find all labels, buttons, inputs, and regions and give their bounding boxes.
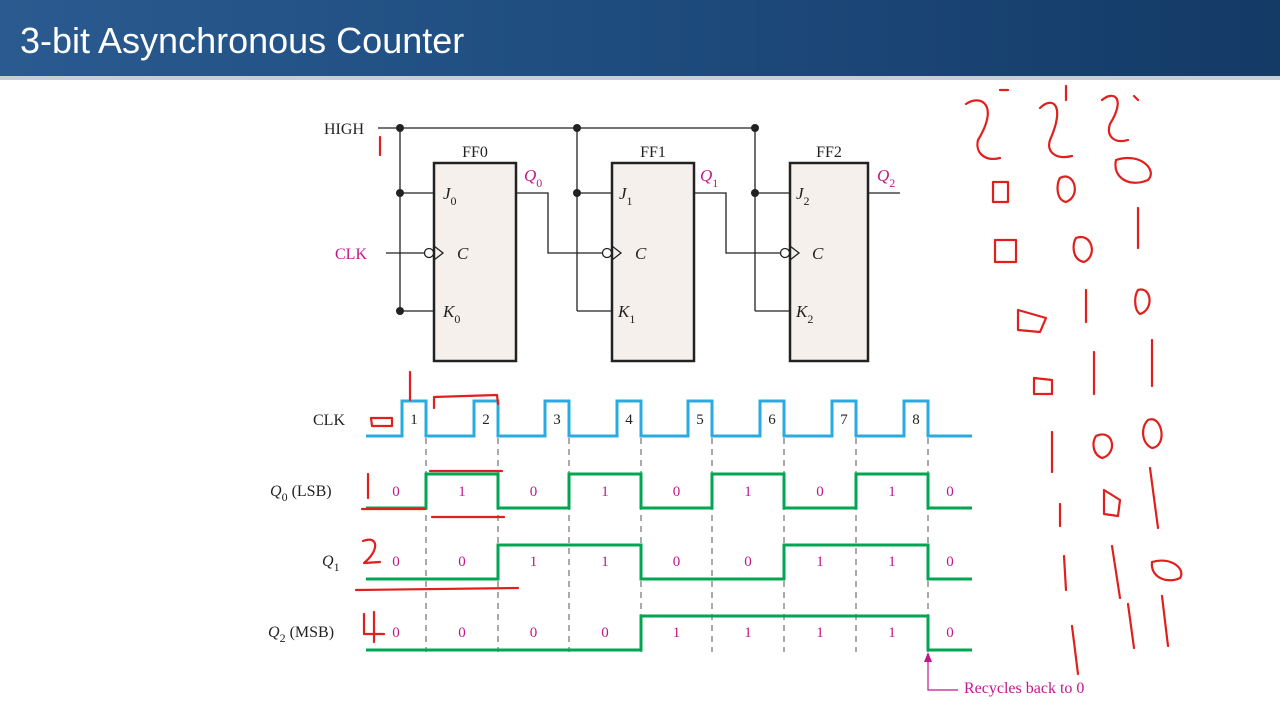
clk-input-label: CLK — [335, 246, 367, 263]
q0-level-value: 0 — [530, 484, 538, 500]
ff1-k-label: K1 — [617, 302, 635, 326]
ff0-c-label: C — [457, 244, 469, 263]
ff0-k-label: K0 — [442, 302, 460, 326]
q1-level-value: 0 — [946, 554, 954, 570]
high-label: HIGH — [324, 121, 364, 138]
clock-pulse-number: 8 — [912, 412, 920, 428]
timing-waveforms — [366, 399, 972, 652]
recycle-annotation: Recycles back to 0 — [924, 652, 1084, 697]
title-bar — [0, 0, 1280, 76]
ff1-block: FF1 J1 C K1 Q1 — [601, 144, 718, 363]
q1-level-value: 0 — [744, 554, 752, 570]
clk-waveform — [366, 399, 972, 438]
q1-level-value: 0 — [673, 554, 681, 570]
clock-pulse-number: 5 — [696, 412, 704, 428]
clock-pulse-number: 2 — [482, 412, 490, 428]
title-divider — [0, 76, 1280, 80]
q0-waveform — [366, 472, 972, 510]
q2-level-value: 1 — [816, 625, 824, 641]
clock-pulse-number: 7 — [840, 412, 848, 428]
q2-level-value: 1 — [888, 625, 896, 641]
clock-pulse-number: 6 — [768, 412, 776, 428]
clock-pulse-number: 3 — [553, 412, 561, 428]
q2-level-value: 1 — [744, 625, 752, 641]
q2-level-value: 0 — [530, 625, 538, 641]
ff2-q-label: Q2 — [877, 166, 895, 190]
q1-level-value: 0 — [392, 554, 400, 570]
q1-waveform — [366, 543, 972, 581]
ff2-block: FF2 J2 C K2 Q2 — [779, 144, 895, 363]
slide-title: 3-bit Asynchronous Counter — [20, 20, 465, 61]
junction-dots — [396, 124, 759, 315]
q1-level-value: 1 — [530, 554, 538, 570]
q0-level-value: 1 — [888, 484, 896, 500]
ff1-name: FF1 — [640, 144, 666, 161]
q2-waveform — [366, 614, 972, 652]
q2-level-value: 0 — [392, 625, 400, 641]
ff1-q-label: Q1 — [700, 166, 718, 190]
ff2-k-label: K2 — [795, 302, 813, 326]
ff0-block: FF0 J0 C K0 Q0 — [423, 144, 542, 363]
handwritten-annotations — [354, 84, 1183, 676]
ff1-j-label: J1 — [619, 184, 633, 208]
q2-level-value: 0 — [601, 625, 609, 641]
timing-clk-label: CLK — [313, 412, 345, 429]
q2-level-value: 1 — [673, 625, 681, 641]
ff0-q-label: Q0 — [524, 166, 542, 190]
ff2-c-label: C — [812, 244, 824, 263]
ff0-j-label: J0 — [443, 184, 457, 208]
q0-signal-label: Q0 (LSB) — [270, 483, 332, 504]
q2-level-value: 0 — [458, 625, 466, 641]
q1-level-value: 1 — [888, 554, 896, 570]
clock-pulse-number: 4 — [625, 412, 633, 428]
q0-level-value: 0 — [392, 484, 400, 500]
q1-signal-label: Q1 — [322, 553, 340, 574]
q1-level-value: 1 — [601, 554, 609, 570]
ff1-c-label: C — [635, 244, 647, 263]
ff2-j-label: J2 — [796, 184, 810, 208]
circuit-schematic — [378, 127, 900, 312]
q2-level-value: 0 — [946, 625, 954, 641]
recycle-label: Recycles back to 0 — [964, 680, 1084, 697]
q0-level-value: 1 — [744, 484, 752, 500]
q0-level-value: 0 — [673, 484, 681, 500]
ff0-name: FF0 — [462, 144, 488, 161]
q0-level-value: 0 — [946, 484, 954, 500]
q0-level-value: 1 — [458, 484, 466, 500]
q0-level-value: 1 — [601, 484, 609, 500]
q1-level-value: 0 — [458, 554, 466, 570]
ff2-name: FF2 — [816, 144, 842, 161]
clock-pulse-number: 1 — [410, 412, 418, 428]
q1-level-value: 1 — [816, 554, 824, 570]
q2-signal-label: Q2 (MSB) — [268, 624, 334, 645]
q0-level-value: 0 — [816, 484, 824, 500]
